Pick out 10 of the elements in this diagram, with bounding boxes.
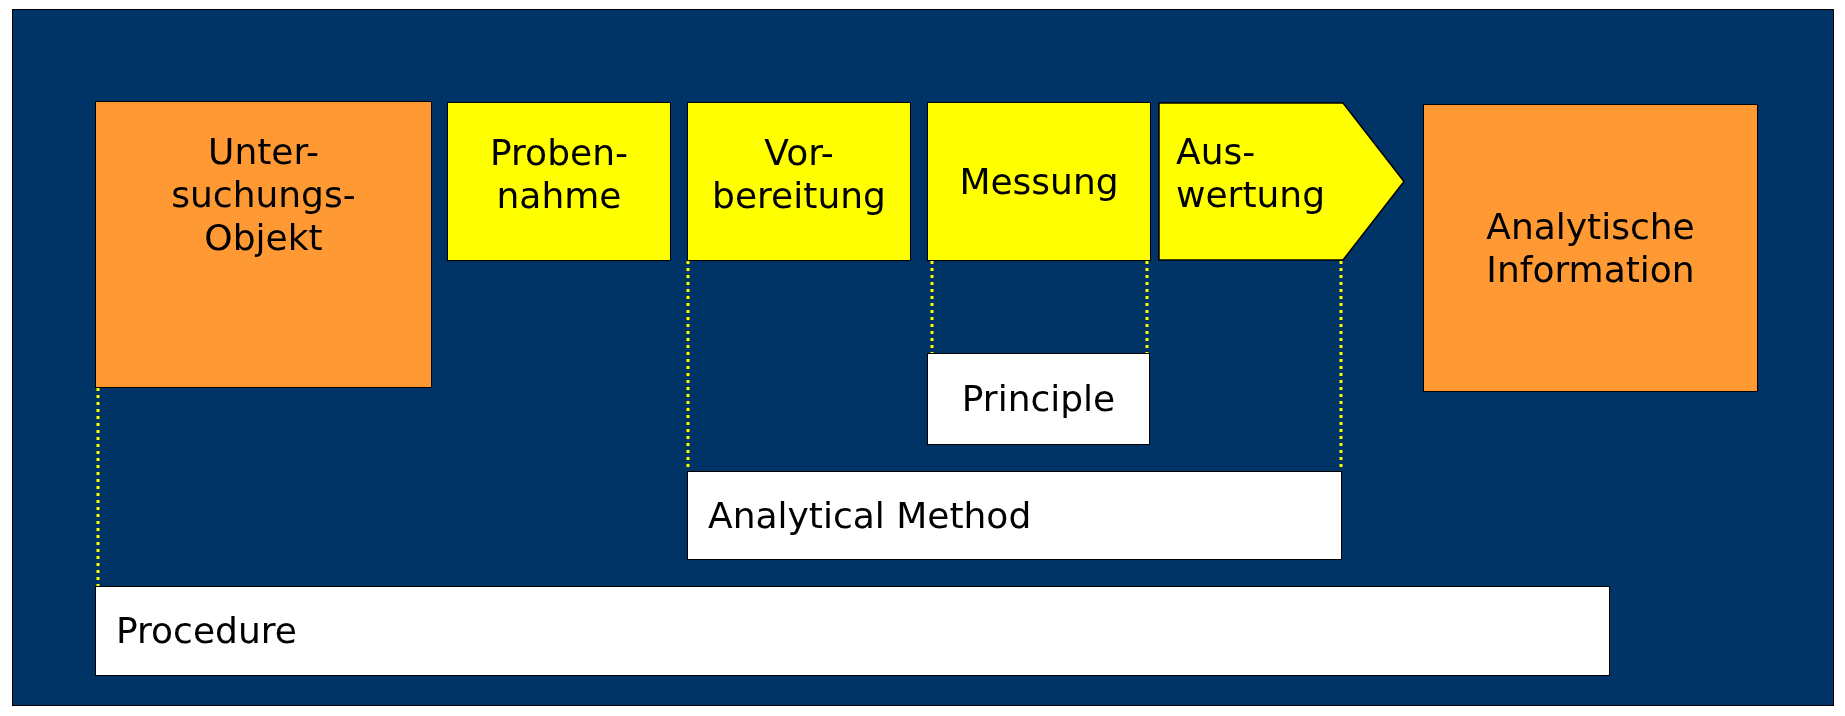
arrow-step: Aus- wertung [1158,102,1405,261]
method-bar: Analytical Method [687,471,1342,560]
connector-line [96,388,100,586]
step-box: Vor- bereitung [687,102,911,261]
step-box: Proben- nahme [447,102,671,261]
step-box: Messung [927,102,1151,261]
object-box: Unter- suchungs- Objekt [95,101,432,388]
procedure-bar: Procedure [95,586,1610,676]
result-box: Analytische Information [1423,104,1758,392]
principle-bar: Principle [927,353,1150,445]
